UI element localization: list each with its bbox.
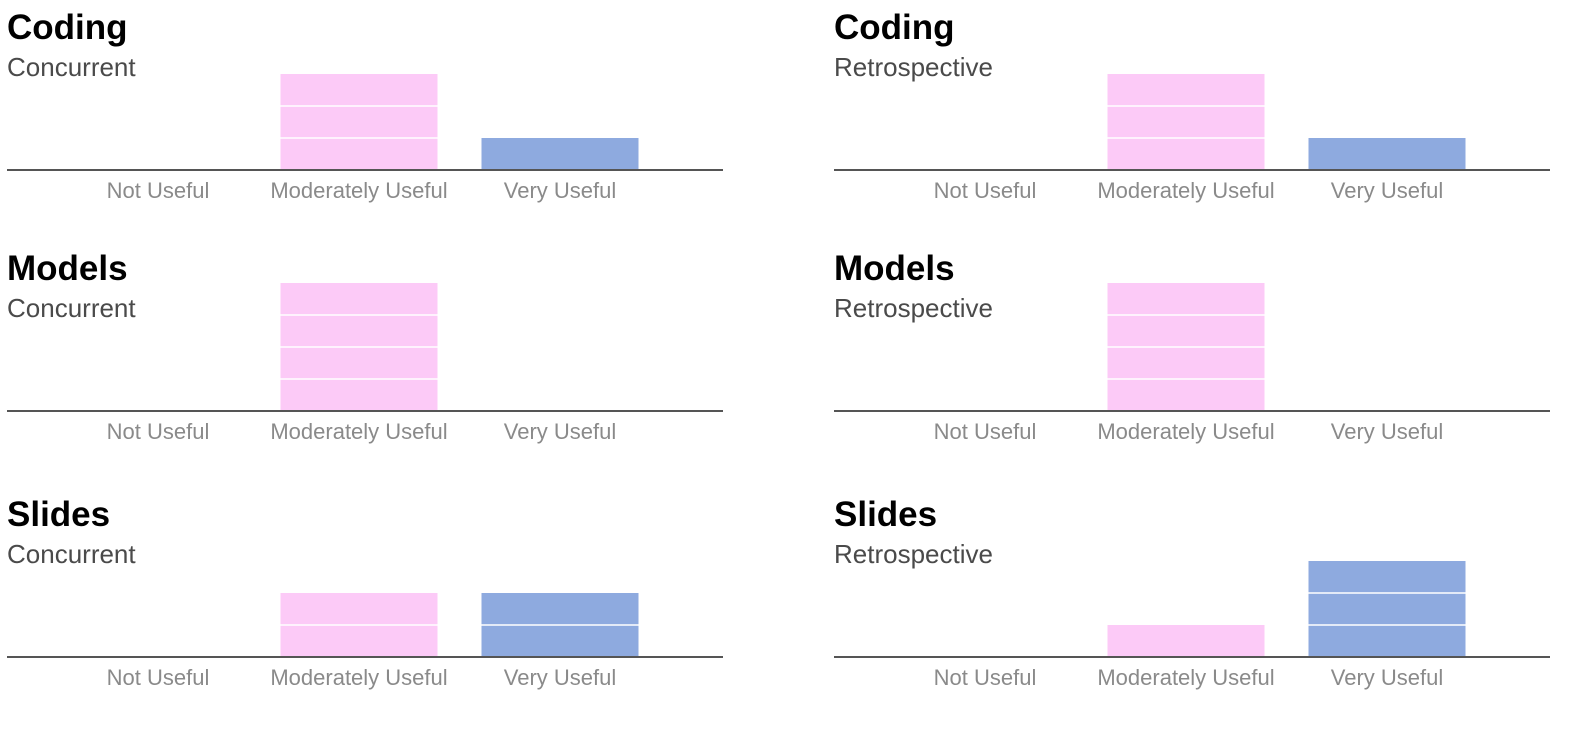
bar-plot: Not Useful Moderately Useful Very Useful (7, 74, 723, 203)
chart-title: Models (834, 249, 955, 288)
bar-plot: Not Useful Moderately Useful Very Useful (834, 283, 1550, 444)
chart-slides-retrospective: Slides Retrospective Not Useful Moderatel… (834, 495, 1564, 720)
bar-very-useful (1308, 138, 1466, 170)
x-tick-label: Not Useful (934, 178, 1037, 203)
chart-title: Coding (7, 8, 128, 47)
chart-models-retrospective: Models Retrospective Not Useful Moderatel… (834, 249, 1564, 474)
chart-title: Slides (7, 495, 111, 534)
x-tick-label: Very Useful (504, 665, 617, 690)
x-tick-label: Moderately Useful (270, 178, 447, 203)
bar-plot: Not Useful Moderately Useful Very Useful (834, 74, 1550, 203)
bar-moderately-useful (280, 74, 438, 170)
bar-very-useful (481, 138, 639, 170)
x-tick-label: Very Useful (504, 178, 617, 203)
chart-coding-concurrent: Coding Concurrent Not Useful Moderately U… (7, 8, 737, 233)
x-tick-label: Moderately Useful (270, 419, 447, 444)
x-tick-label: Very Useful (1331, 419, 1444, 444)
chart-models-concurrent: Models Concurrent Not Useful Moderately U… (7, 249, 737, 474)
x-tick-label: Moderately Useful (1097, 419, 1274, 444)
chart-title: Models (7, 249, 128, 288)
chart-title: Slides (834, 495, 938, 534)
x-tick-label: Very Useful (504, 419, 617, 444)
bar-plot: Not Useful Moderately Useful Very Useful (7, 593, 723, 690)
chart-subtitle: Concurrent (7, 52, 136, 82)
x-tick-label: Moderately Useful (1097, 178, 1274, 203)
bar-moderately-useful (1107, 625, 1265, 657)
chart-subtitle: Retrospective (834, 539, 993, 569)
chart-subtitle: Concurrent (7, 293, 136, 323)
chart-title: Coding (834, 8, 955, 47)
x-tick-label: Not Useful (107, 419, 210, 444)
x-tick-label: Moderately Useful (1097, 665, 1274, 690)
x-tick-label: Not Useful (934, 419, 1037, 444)
x-tick-label: Not Useful (107, 178, 210, 203)
x-tick-label: Very Useful (1331, 178, 1444, 203)
bar-moderately-useful (1107, 74, 1265, 170)
x-tick-label: Moderately Useful (270, 665, 447, 690)
x-tick-label: Not Useful (107, 665, 210, 690)
x-tick-label: Not Useful (934, 665, 1037, 690)
bar-very-useful (1308, 561, 1466, 657)
chart-coding-retrospective: Coding Retrospective Not Useful Moderatel… (834, 8, 1564, 233)
chart-subtitle: Retrospective (834, 293, 993, 323)
x-tick-label: Very Useful (1331, 665, 1444, 690)
bar-plot: Not Useful Moderately Useful Very Useful (7, 283, 723, 444)
chart-slides-concurrent: Slides Concurrent Not Useful Moderately U… (7, 495, 737, 720)
bar-plot: Not Useful Moderately Useful Very Useful (834, 561, 1550, 690)
chart-subtitle: Concurrent (7, 539, 136, 569)
chart-subtitle: Retrospective (834, 52, 993, 82)
